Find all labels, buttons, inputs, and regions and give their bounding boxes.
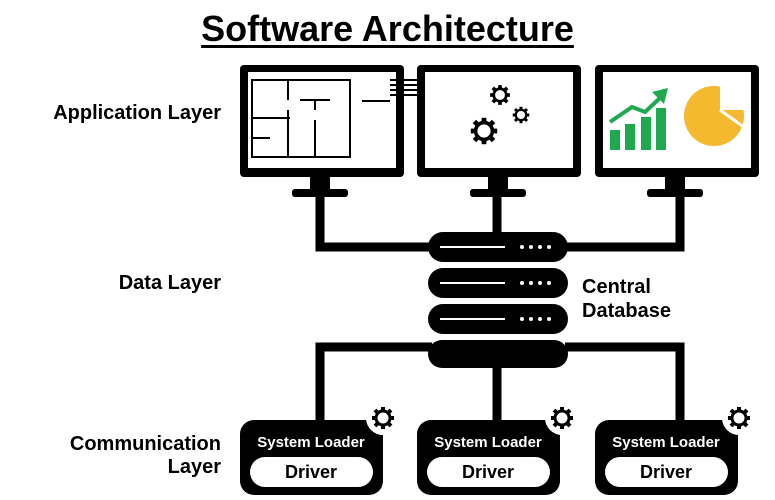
driver-label: Driver	[462, 462, 514, 482]
monitor-chart	[595, 65, 759, 197]
application-layer-label: Application Layer	[53, 102, 221, 124]
pie-chart-icon	[684, 86, 749, 146]
system-loader-label: System Loader	[434, 434, 542, 451]
communication-layer-label-line2: Layer	[167, 456, 221, 478]
central-database-server	[428, 232, 568, 368]
diagram-title-text: Software Architecture	[201, 8, 574, 49]
monitor-floor-plan	[240, 65, 418, 197]
floor-plan-icon	[251, 79, 351, 158]
system-loader-label: System Loader	[257, 434, 365, 451]
data-layer-label: Data Layer	[118, 272, 221, 294]
server-unit	[428, 340, 568, 368]
growth-chart-icon	[608, 88, 668, 150]
diagram-title: Software Architecture	[0, 8, 775, 50]
system-loader-label: System Loader	[612, 434, 720, 451]
database-label-line2: Database	[582, 300, 671, 322]
device-2: System Loader Driver	[417, 401, 579, 495]
driver-label: Driver	[640, 462, 692, 482]
server-unit	[428, 304, 568, 334]
device-1: System Loader Driver	[240, 401, 400, 495]
device-3: System Loader Driver	[595, 401, 756, 495]
communication-layer-label-line1: Communication	[69, 433, 221, 455]
server-unit	[428, 268, 568, 298]
monitor-gears	[417, 65, 581, 197]
driver-label: Driver	[285, 462, 337, 482]
database-label-line1: Central	[582, 276, 651, 298]
server-unit	[428, 232, 568, 262]
communication-layer-label: Communication Layer	[70, 433, 221, 479]
